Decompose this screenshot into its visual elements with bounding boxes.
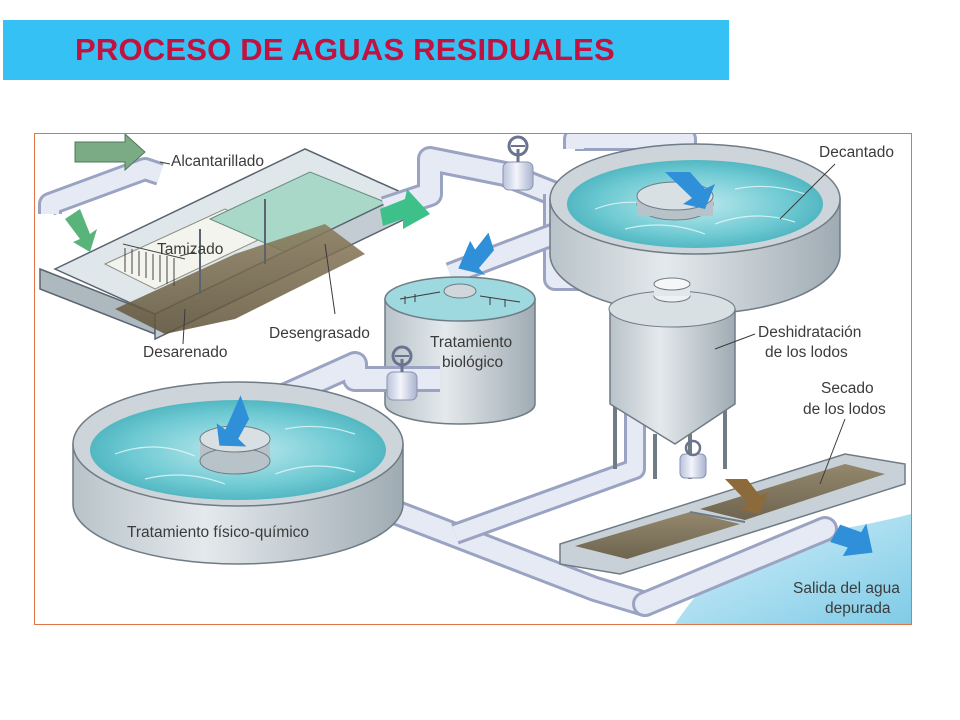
label-deshidratacion-line2: de los lodos	[765, 344, 848, 361]
flow-arrow-icon	[216, 395, 250, 447]
flow-arrow-icon	[458, 232, 494, 275]
flow-arrow-icon	[380, 189, 430, 229]
drying-beds	[559, 453, 906, 575]
label-tratamiento-biologico-line2: biológico	[442, 354, 503, 371]
label-deshidratacion-line1: Deshidratación	[758, 324, 861, 341]
valve-icon	[386, 345, 418, 401]
label-desengrasado: Desengrasado	[269, 325, 370, 342]
title-bar: PROCESO DE AGUAS RESIDUALES	[3, 20, 729, 80]
arrow-right-icon	[74, 134, 146, 172]
wastewater-process-diagram: Alcantarillado Tamizado Desarenado Desen…	[38, 134, 911, 624]
flow-arrow-icon	[830, 523, 873, 557]
diagram-frame: Alcantarillado Tamizado Desarenado Desen…	[34, 133, 912, 625]
dehydration-silo	[608, 277, 736, 479]
flow-arrow-icon	[725, 479, 768, 514]
valve-icon	[679, 439, 707, 479]
label-tratamiento-fisico-quimico: Tratamiento físico-químico	[127, 524, 309, 541]
pretreatment-channel	[39, 148, 407, 341]
label-secado-line2: de los lodos	[803, 401, 886, 418]
label-decantado: Decantado	[819, 144, 894, 161]
page-title: PROCESO DE AGUAS RESIDUALES	[75, 32, 615, 67]
label-tratamiento-biologico-line1: Tratamiento	[430, 334, 512, 351]
label-desarenado: Desarenado	[143, 344, 227, 361]
label-secado-line1: Secado	[821, 380, 874, 397]
flow-arrow-icon	[665, 172, 715, 209]
label-salida-line2: depurada	[825, 600, 891, 617]
valve-icon	[502, 135, 534, 191]
label-alcantarillado: Alcantarillado	[171, 153, 264, 170]
leader-lines	[159, 161, 846, 485]
label-tamizado: Tamizado	[157, 241, 223, 258]
label-salida-line1: Salida del agua	[793, 580, 900, 597]
biological-tank	[384, 276, 536, 425]
decanter-tank	[549, 143, 841, 315]
inlet-pipe	[38, 157, 164, 216]
flow-arrow-icon	[65, 209, 97, 252]
